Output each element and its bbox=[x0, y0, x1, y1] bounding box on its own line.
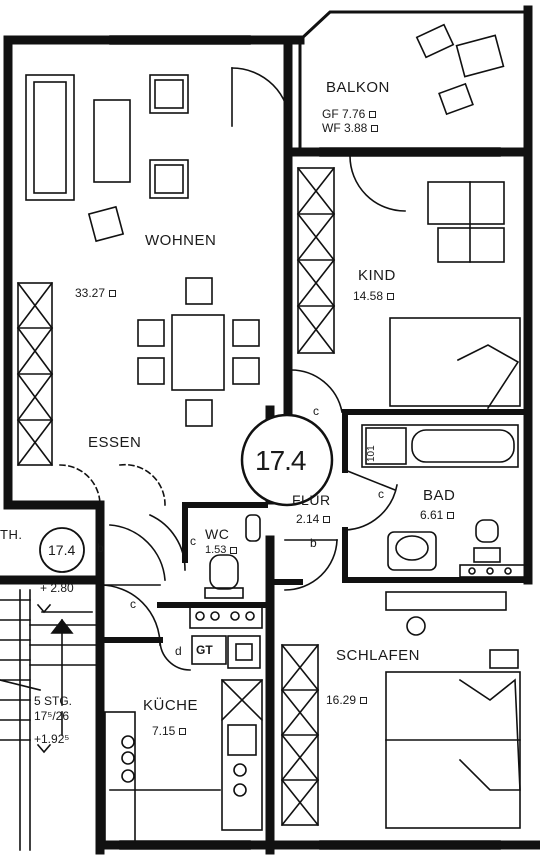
schlafen-furniture bbox=[280, 591, 521, 829]
door-mark-c-wc: c bbox=[190, 534, 196, 548]
balkon-gf-area: GF 7.76 bbox=[322, 107, 377, 121]
living-furniture bbox=[16, 74, 260, 467]
wohnen-area-value: 33.27 bbox=[75, 286, 106, 300]
bad-area: 6.61 bbox=[420, 508, 455, 522]
kind-furniture bbox=[296, 155, 521, 410]
schlafen-area-value: 16.29 bbox=[326, 693, 357, 707]
kueche-area: 7.15 bbox=[152, 724, 187, 738]
door-mark-d: d bbox=[175, 644, 182, 658]
balkon-wf-area: WF 3.88 bbox=[322, 121, 379, 135]
room-label-wohnen: WOHNEN bbox=[145, 232, 217, 249]
room-label-treppenhaus: TH. bbox=[0, 527, 23, 542]
bath-fixtures bbox=[343, 424, 531, 578]
stair-level-lower: +1.92⁵ bbox=[34, 732, 70, 746]
kind-area-value: 14.58 bbox=[353, 289, 384, 303]
door-mark-c-kueche: c bbox=[130, 597, 136, 611]
unit-number-main: 17.4 bbox=[255, 445, 306, 476]
stair-level-upper: + 2.80 bbox=[40, 581, 74, 595]
balcony-furniture bbox=[231, 23, 505, 127]
balkon-wf-value: WF 3.88 bbox=[322, 121, 368, 135]
room-label-wc: WC bbox=[205, 526, 230, 542]
appliance-label-gt: GT bbox=[196, 643, 213, 657]
stairwell bbox=[0, 589, 96, 851]
bathtub-label: 101 bbox=[366, 445, 377, 462]
schlafen-area: 16.29 bbox=[326, 693, 368, 707]
bad-area-value: 6.61 bbox=[420, 508, 444, 522]
stair-steps-label: 5 STG. bbox=[34, 694, 73, 708]
flur-area: 2.14 bbox=[296, 512, 331, 526]
unit-circle-small bbox=[39, 527, 85, 573]
wc-fixtures bbox=[204, 514, 261, 599]
doors bbox=[59, 369, 343, 671]
door-mark-b-entry: b bbox=[97, 541, 104, 555]
room-label-kind: KIND bbox=[358, 267, 396, 284]
door-mark-c-bad: c bbox=[378, 487, 384, 501]
wohnen-area: 33.27 bbox=[75, 286, 117, 300]
door-mark-c-kind: c bbox=[313, 404, 319, 418]
wc-area-value: 1.53 bbox=[205, 544, 227, 556]
door-mark-b-schlafen: b bbox=[310, 536, 317, 550]
room-label-schlafen: SCHLAFEN bbox=[336, 647, 421, 664]
unit-number-small: 17.4 bbox=[48, 542, 76, 558]
stair-steps-ratio: 17⁵/26 bbox=[34, 709, 70, 723]
room-label-flur: FLUR bbox=[292, 492, 331, 508]
unit-circle-main bbox=[240, 413, 334, 507]
room-label-essen: ESSEN bbox=[88, 434, 142, 451]
balcony-outline bbox=[297, 10, 530, 152]
room-label-bad: BAD bbox=[423, 487, 456, 504]
kind-area: 14.58 bbox=[353, 289, 395, 303]
balkon-gf-value: GF 7.76 bbox=[322, 107, 366, 121]
kueche-area-value: 7.15 bbox=[152, 724, 176, 738]
walls bbox=[0, 5, 540, 855]
kitchen-fixtures bbox=[104, 605, 264, 843]
wc-area: 1.53 bbox=[205, 544, 238, 556]
room-label-balkon: BALKON bbox=[326, 79, 390, 96]
room-label-kueche: KÜCHE bbox=[143, 697, 199, 714]
flur-area-value: 2.14 bbox=[296, 512, 320, 526]
